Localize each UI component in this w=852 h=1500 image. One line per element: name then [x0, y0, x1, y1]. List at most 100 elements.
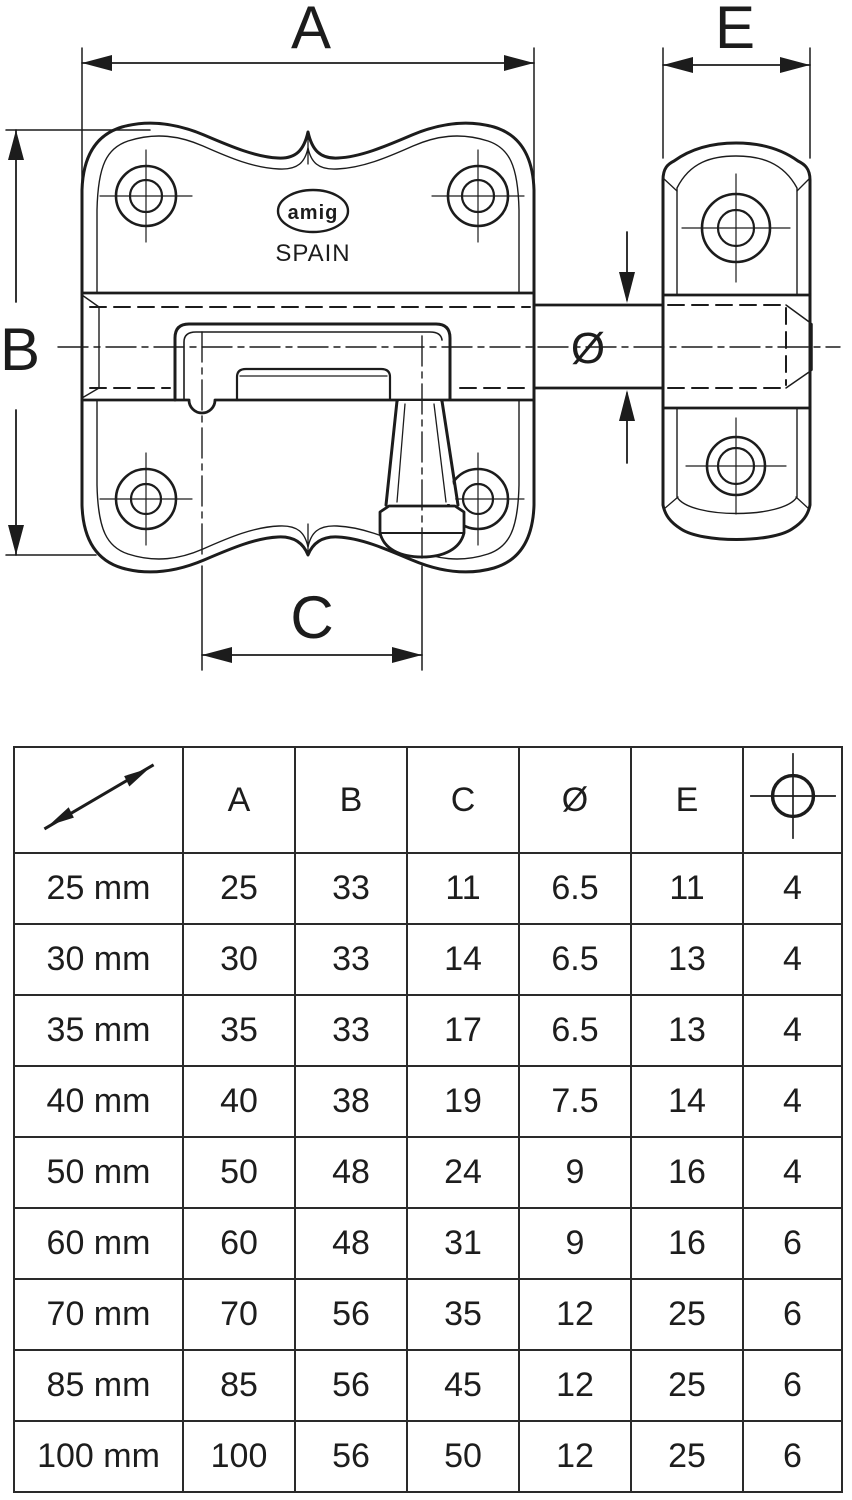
screw-hole: [431, 149, 525, 243]
value-cell-diameter: 7.5: [518, 1065, 632, 1138]
value-cell-diameter: 6.5: [518, 994, 632, 1067]
value-cell-c: 24: [406, 1136, 520, 1209]
screw-hole: [99, 452, 193, 546]
dimension-b: B: [0, 129, 151, 556]
value-cell-e: 14: [630, 1065, 744, 1138]
value-cell-diameter: 6.5: [518, 923, 632, 996]
size-cell: 40 mm: [13, 1065, 184, 1138]
col-header-a: A: [182, 746, 296, 854]
table-row: 30 mm 30 33 14 6.5 13 4: [13, 923, 843, 996]
dimension-c: C: [201, 565, 423, 671]
size-cell: 30 mm: [13, 923, 184, 996]
value-cell-b: 56: [294, 1420, 408, 1493]
value-cell-screw: 4: [742, 923, 843, 996]
size-cell: 50 mm: [13, 1136, 184, 1209]
bolt-channel-band: [80, 291, 536, 415]
value-cell-a: 70: [182, 1278, 296, 1351]
dimension-diameter: Ø: [571, 231, 635, 464]
size-cell: 70 mm: [13, 1278, 184, 1351]
value-cell-a: 35: [182, 994, 296, 1067]
value-cell-screw: 4: [742, 994, 843, 1067]
value-cell-b: 33: [294, 994, 408, 1067]
latch-technical-drawing: amig SPAIN: [0, 0, 852, 712]
screw-hole-icon: [747, 750, 839, 851]
value-cell-c: 19: [406, 1065, 520, 1138]
value-cell-b: 56: [294, 1278, 408, 1351]
value-cell-b: 33: [294, 923, 408, 996]
size-cell: 25 mm: [13, 852, 184, 925]
table-row: 35 mm 35 33 17 6.5 13 4: [13, 994, 843, 1067]
table-row: 40 mm 40 38 19 7.5 14 4: [13, 1065, 843, 1138]
bolt-slider-handle: [173, 322, 466, 559]
value-cell-screw: 6: [742, 1420, 843, 1493]
brand-logo-text: amig: [288, 202, 339, 224]
size-cell: 100 mm: [13, 1420, 184, 1493]
value-cell-screw: 4: [742, 852, 843, 925]
diagonal-size-arrow-icon: [36, 757, 162, 844]
dimension-a-label: A: [291, 0, 331, 61]
value-cell-screw: 4: [742, 1136, 843, 1209]
dimension-b-label: B: [0, 316, 40, 383]
value-cell-c: 31: [406, 1207, 520, 1280]
value-cell-b: 38: [294, 1065, 408, 1138]
value-cell-e: 25: [630, 1349, 744, 1422]
value-cell-diameter: 9: [518, 1136, 632, 1209]
value-cell-a: 100: [182, 1420, 296, 1493]
col-header-diameter: Ø: [518, 746, 632, 854]
col-header-e: E: [630, 746, 744, 854]
table-header-row: A B C Ø E: [13, 746, 843, 854]
value-cell-a: 60: [182, 1207, 296, 1280]
value-cell-b: 48: [294, 1207, 408, 1280]
value-cell-screw: 6: [742, 1349, 843, 1422]
size-cell: 60 mm: [13, 1207, 184, 1280]
dimension-e-label: E: [715, 0, 755, 61]
dimension-e: E: [662, 0, 811, 159]
table-row: 85 mm 85 56 45 12 25 6: [13, 1349, 843, 1422]
size-cell: 85 mm: [13, 1349, 184, 1422]
keeper-plate: [661, 141, 812, 541]
value-cell-c: 35: [406, 1278, 520, 1351]
value-cell-e: 13: [630, 994, 744, 1067]
table-row: 70 mm 70 56 35 12 25 6: [13, 1278, 843, 1351]
value-cell-diameter: 12: [518, 1278, 632, 1351]
value-cell-b: 48: [294, 1136, 408, 1209]
value-cell-e: 16: [630, 1136, 744, 1209]
value-cell-diameter: 9: [518, 1207, 632, 1280]
size-cell: 35 mm: [13, 994, 184, 1067]
value-cell-c: 45: [406, 1349, 520, 1422]
dimensions-table: A B C Ø E 25 mm 25 33 11 6.5 11 4: [13, 746, 843, 1493]
value-cell-screw: 6: [742, 1207, 843, 1280]
table-row: 60 mm 60 48 31 9 16 6: [13, 1207, 843, 1280]
value-cell-b: 33: [294, 852, 408, 925]
value-cell-e: 11: [630, 852, 744, 925]
col-header-size: [13, 746, 184, 854]
col-header-c: C: [406, 746, 520, 854]
value-cell-c: 17: [406, 994, 520, 1067]
col-header-b: B: [294, 746, 408, 854]
col-header-screw: [742, 746, 843, 854]
latch-plate-outline: [80, 121, 536, 574]
value-cell-a: 30: [182, 923, 296, 996]
plate-screw-holes: [99, 149, 525, 546]
table-row: 100 mm 100 56 50 12 25 6: [13, 1420, 843, 1493]
value-cell-a: 50: [182, 1136, 296, 1209]
value-cell-c: 14: [406, 923, 520, 996]
value-cell-screw: 6: [742, 1278, 843, 1351]
value-cell-screw: 4: [742, 1065, 843, 1138]
brand-logo: amig SPAIN: [275, 188, 350, 267]
value-cell-b: 56: [294, 1349, 408, 1422]
dimension-diameter-label: Ø: [571, 324, 605, 373]
value-cell-c: 50: [406, 1420, 520, 1493]
value-cell-e: 25: [630, 1420, 744, 1493]
table-row: 50 mm 50 48 24 9 16 4: [13, 1136, 843, 1209]
country-label: SPAIN: [275, 240, 350, 267]
screw-hole: [681, 173, 791, 283]
table-row: 25 mm 25 33 11 6.5 11 4: [13, 852, 843, 925]
screw-hole: [685, 417, 787, 515]
value-cell-e: 16: [630, 1207, 744, 1280]
drawing-canvas: amig SPAIN: [0, 0, 841, 671]
centerlines: [57, 331, 841, 561]
value-cell-diameter: 12: [518, 1420, 632, 1493]
value-cell-e: 25: [630, 1278, 744, 1351]
